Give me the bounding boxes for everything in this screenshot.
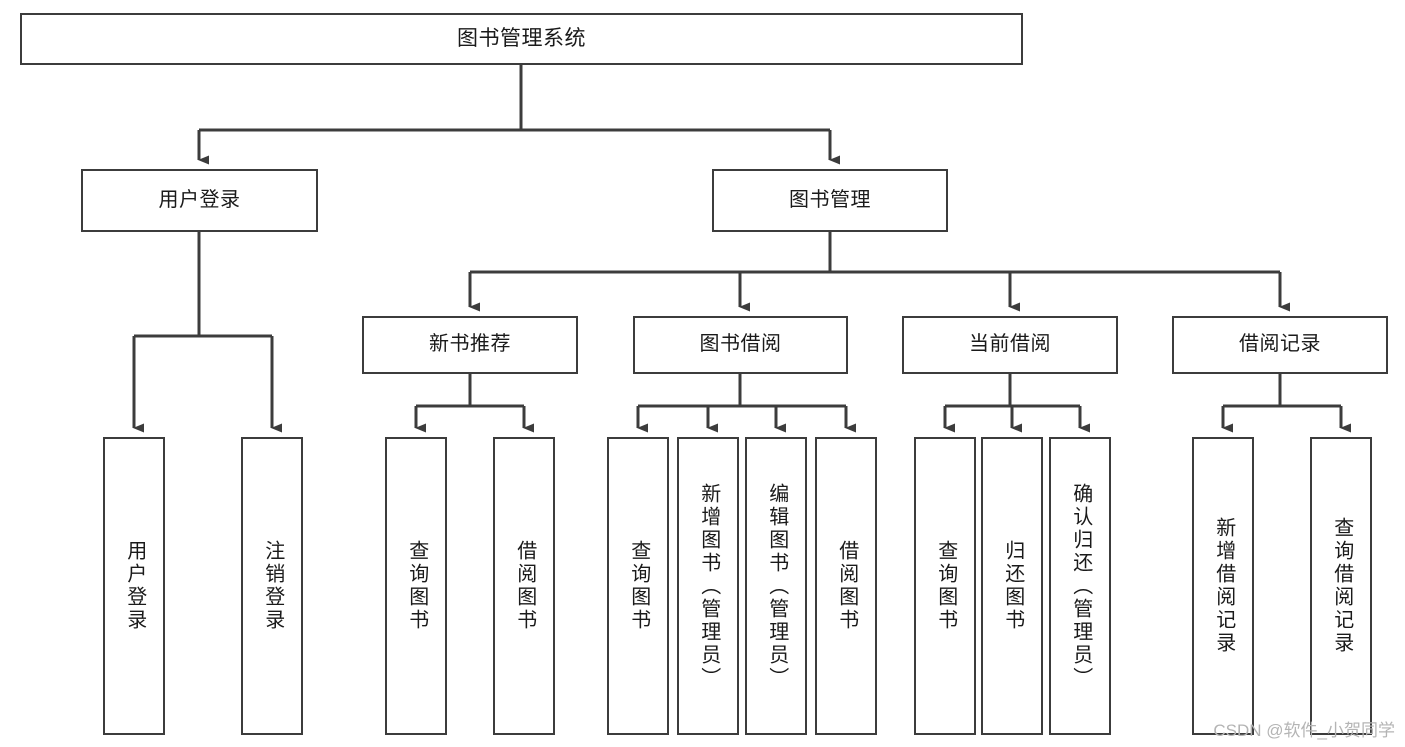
node-book-management[interactable]: 图书管理: [712, 169, 948, 232]
node-root-label: 图书管理系统: [457, 26, 586, 50]
node-leaf-add-borrow-record[interactable]: 新增借阅记录: [1192, 437, 1254, 735]
node-leaf-query-book-2-label: 查询图书: [627, 540, 650, 632]
node-leaf-return-book-label: 归还图书: [1001, 540, 1024, 632]
node-leaf-query-book-3-label: 查询图书: [934, 540, 957, 632]
node-current-borrow[interactable]: 当前借阅: [902, 316, 1118, 374]
node-leaf-borrow-book-2-label: 借阅图书: [835, 540, 858, 632]
node-leaf-logout-login[interactable]: 注销登录: [241, 437, 303, 735]
node-root[interactable]: 图书管理系统: [20, 13, 1023, 65]
node-leaf-add-borrow-record-label: 新增借阅记录: [1212, 517, 1235, 655]
node-leaf-edit-book-admin-label: 编辑图书（管理员）: [765, 482, 788, 690]
node-borrow-record[interactable]: 借阅记录: [1172, 316, 1388, 374]
node-borrow-record-label: 借阅记录: [1239, 333, 1321, 356]
node-leaf-add-book-admin[interactable]: 新增图书（管理员）: [677, 437, 739, 735]
node-leaf-borrow-book-1[interactable]: 借阅图书: [493, 437, 555, 735]
node-leaf-edit-book-admin[interactable]: 编辑图书（管理员）: [745, 437, 807, 735]
csdn-watermark: CSDN @软件_小贺同学: [1213, 721, 1395, 740]
node-leaf-query-book-3[interactable]: 查询图书: [914, 437, 976, 735]
node-new-book-recommend[interactable]: 新书推荐: [362, 316, 578, 374]
node-leaf-logout-login-label: 注销登录: [261, 540, 284, 632]
node-leaf-query-book-2[interactable]: 查询图书: [607, 437, 669, 735]
node-leaf-query-borrow-record[interactable]: 查询借阅记录: [1310, 437, 1372, 735]
node-user-login-label: 用户登录: [158, 188, 241, 211]
node-current-borrow-label: 当前借阅: [969, 333, 1051, 356]
node-leaf-confirm-return-admin-label: 确认归还（管理员）: [1069, 482, 1092, 690]
node-leaf-query-book-1-label: 查询图书: [405, 540, 428, 632]
node-leaf-borrow-book-1-label: 借阅图书: [513, 540, 536, 632]
node-leaf-confirm-return-admin[interactable]: 确认归还（管理员）: [1049, 437, 1111, 735]
node-book-borrow[interactable]: 图书借阅: [633, 316, 848, 374]
node-leaf-query-book-1[interactable]: 查询图书: [385, 437, 447, 735]
node-book-borrow-label: 图书借阅: [699, 333, 782, 356]
node-leaf-borrow-book-2[interactable]: 借阅图书: [815, 437, 877, 735]
node-leaf-user-login[interactable]: 用户登录: [103, 437, 165, 735]
node-leaf-return-book[interactable]: 归还图书: [981, 437, 1043, 735]
node-leaf-add-book-admin-label: 新增图书（管理员）: [697, 482, 720, 690]
node-user-login[interactable]: 用户登录: [81, 169, 318, 232]
node-book-management-label: 图书管理: [789, 188, 871, 211]
node-new-book-recommend-label: 新书推荐: [429, 333, 511, 356]
node-leaf-query-borrow-record-label: 查询借阅记录: [1330, 517, 1353, 655]
node-leaf-user-login-label: 用户登录: [123, 540, 146, 632]
